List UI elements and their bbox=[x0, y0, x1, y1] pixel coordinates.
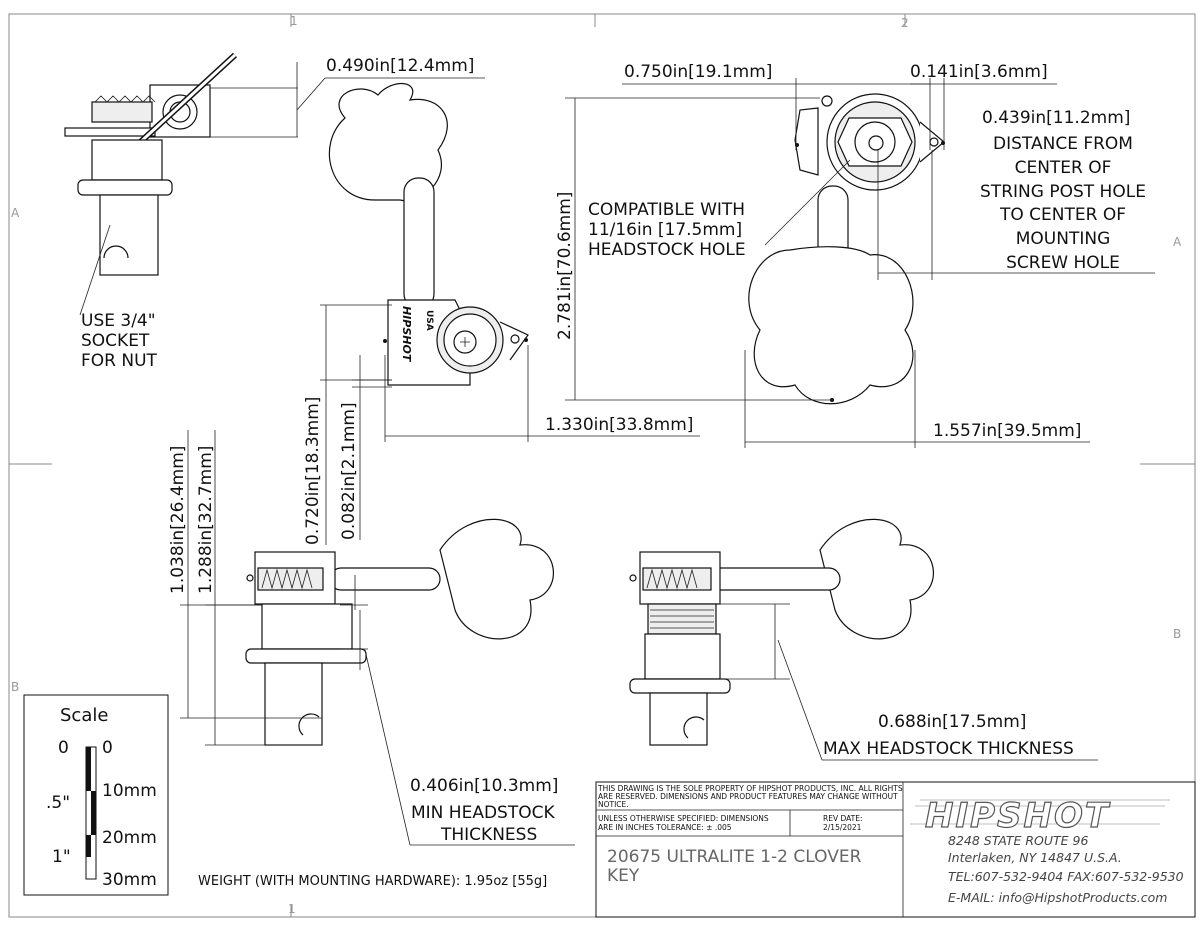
compat-line-3: HEADSTOCK HOLE bbox=[588, 240, 746, 260]
tolerance-line-2: ARE IN INCHES TOLERANCE: ± .005 bbox=[598, 823, 732, 832]
screw-note-1: DISTANCE FROM bbox=[993, 134, 1133, 154]
dim-height-082: 0.082in[2.1mm] bbox=[339, 402, 359, 540]
side-view-min-thickness bbox=[245, 518, 554, 746]
rev-date: 2/15/2021 bbox=[823, 823, 862, 832]
zone-top-2: 2 bbox=[901, 16, 909, 30]
compatible-note-leader bbox=[764, 159, 851, 246]
side-view-max-thickness bbox=[629, 518, 934, 746]
socket-note-leader bbox=[79, 224, 111, 316]
address-city: Interlaken, NY 14847 U.S.A. bbox=[948, 850, 1122, 865]
scale-inch-half: .5" bbox=[46, 793, 70, 813]
scale-inch-0: 0 bbox=[58, 738, 69, 758]
scale-mm-30: 30mm bbox=[102, 870, 157, 890]
dimension-max-thickness bbox=[720, 603, 1098, 761]
stamp-brand: HIPSHOT bbox=[400, 306, 413, 363]
side-view-top-left bbox=[64, 52, 238, 276]
dim-post-offset: 0.490in[12.4mm] bbox=[326, 56, 474, 76]
dimension-width-141 bbox=[910, 78, 1057, 150]
dim-width-141: 0.141in[3.6mm] bbox=[910, 62, 1048, 82]
scale-mm-10: 10mm bbox=[102, 781, 157, 801]
socket-note: USE 3/4" SOCKET FOR NUT bbox=[81, 311, 158, 371]
socket-line-3: FOR NUT bbox=[81, 351, 158, 371]
scale-title: Scale bbox=[60, 705, 108, 726]
address-phone: TEL:607-532-9404 FAX:607-532-9530 bbox=[948, 869, 1184, 884]
zone-top-1: 1 bbox=[290, 14, 298, 28]
dim-width-1557: 1.557in[39.5mm] bbox=[933, 421, 1081, 441]
screw-distance-note: DISTANCE FROM CENTER OF STRING POST HOLE… bbox=[980, 134, 1146, 273]
part-name-line-2: KEY bbox=[607, 866, 640, 886]
zone-left-a: A bbox=[11, 206, 20, 220]
min-thickness-label-1: MIN HEADSTOCK bbox=[411, 803, 555, 823]
scale-inch-1: 1" bbox=[52, 847, 71, 867]
dim-height-720: 0.720in[18.3mm] bbox=[303, 397, 323, 545]
compat-line-1: COMPATIBLE WITH bbox=[588, 200, 745, 220]
socket-line-2: SOCKET bbox=[81, 331, 150, 351]
min-thickness-label-2: THICKNESS bbox=[440, 825, 537, 845]
dimension-width-1330 bbox=[384, 345, 700, 442]
scale-box bbox=[23, 694, 169, 896]
clover-key-front-view bbox=[328, 82, 529, 386]
dim-height-1038: 1.038in[26.4mm] bbox=[168, 446, 188, 594]
dimension-width-750 bbox=[622, 78, 930, 150]
property-line-3: NOTICE. bbox=[598, 800, 629, 809]
dim-height-1288: 1.288in[32.7mm] bbox=[196, 446, 216, 594]
stamp-origin: USA bbox=[424, 310, 434, 331]
screw-note-6: SCREW HOLE bbox=[1006, 253, 1120, 273]
hipshot-logo-text: HIPSHOT bbox=[925, 796, 1111, 836]
dim-min-thickness: 0.406in[10.3mm] bbox=[410, 776, 558, 796]
dim-width-750: 0.750in[19.1mm] bbox=[624, 62, 772, 82]
zone-bottom-1: 1 bbox=[288, 902, 296, 916]
dim-screw-439: 0.439in[11.2mm] bbox=[982, 108, 1130, 128]
compatible-note: COMPATIBLE WITH 11/16in [17.5mm] HEADSTO… bbox=[588, 200, 746, 260]
dim-height-2781: 2.781in[70.6mm] bbox=[555, 192, 575, 340]
dim-width-1330: 1.330in[33.8mm] bbox=[545, 415, 693, 435]
dimension-height-1288 bbox=[205, 430, 322, 746]
zone-right-b: B bbox=[1173, 627, 1181, 641]
weight-note: WEIGHT (WITH MOUNTING HARDWARE): 1.95oz … bbox=[198, 874, 547, 889]
rev-label: REV DATE: bbox=[823, 814, 863, 823]
screw-note-2: CENTER OF bbox=[1015, 158, 1112, 178]
screw-note-3: STRING POST HOLE bbox=[980, 182, 1146, 202]
address-street: 8248 STATE ROUTE 96 bbox=[948, 833, 1088, 848]
zone-right-a: A bbox=[1173, 235, 1182, 249]
zone-left-b: B bbox=[11, 680, 19, 694]
dimension-height-2781 bbox=[565, 97, 832, 401]
socket-line-1: USE 3/4" bbox=[81, 311, 156, 331]
hipshot-logo: HIPSHOT bbox=[910, 795, 1170, 837]
dimension-height-082 bbox=[352, 355, 392, 540]
max-thickness-label: MAX HEADSTOCK THICKNESS bbox=[823, 739, 1074, 759]
screw-note-4: TO CENTER OF bbox=[999, 205, 1126, 225]
dimension-screw-439 bbox=[877, 150, 1155, 280]
clover-key-rear-view bbox=[748, 93, 945, 405]
tolerance-line-1: UNLESS OTHERWISE SPECIFIED: DIMENSIONS bbox=[598, 814, 769, 823]
dimension-post-offset bbox=[210, 62, 485, 138]
dimension-min-thickness bbox=[340, 604, 575, 846]
title-block bbox=[595, 781, 1196, 918]
screw-note-5: MOUNTING bbox=[1016, 229, 1111, 249]
compat-line-2: 11/16in [17.5mm] bbox=[588, 220, 742, 240]
property-line-2: ARE RESERVED. DIMENSIONS AND PRODUCT FEA… bbox=[598, 792, 898, 801]
dim-max-thickness: 0.688in[17.5mm] bbox=[878, 712, 1026, 732]
property-line-1: THIS DRAWING IS THE SOLE PROPERTY OF HIP… bbox=[597, 784, 903, 793]
dimension-width-1557 bbox=[744, 350, 1090, 448]
part-name-line-1: 20675 ULTRALITE 1-2 CLOVER bbox=[607, 847, 862, 867]
address-email: E-MAIL: info@HipshotProducts.com bbox=[948, 890, 1167, 905]
scale-mm-20: 20mm bbox=[102, 828, 157, 848]
scale-mm-0: 0 bbox=[102, 738, 113, 758]
